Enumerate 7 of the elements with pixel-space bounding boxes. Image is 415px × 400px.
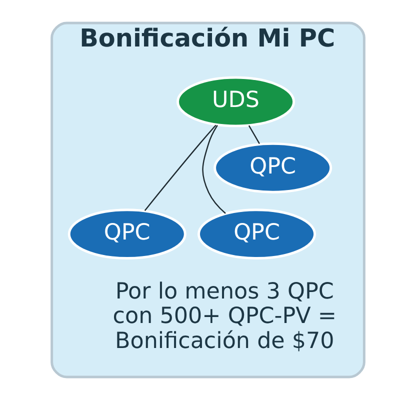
node-ellipse: UDS — [176, 76, 295, 128]
connector — [144, 124, 216, 211]
connector — [202, 124, 226, 214]
node-ellipse: QPC — [67, 208, 186, 260]
node-ellipse: QPC — [213, 142, 332, 194]
connector — [248, 125, 260, 144]
node-ellipse: QPC — [197, 208, 316, 260]
